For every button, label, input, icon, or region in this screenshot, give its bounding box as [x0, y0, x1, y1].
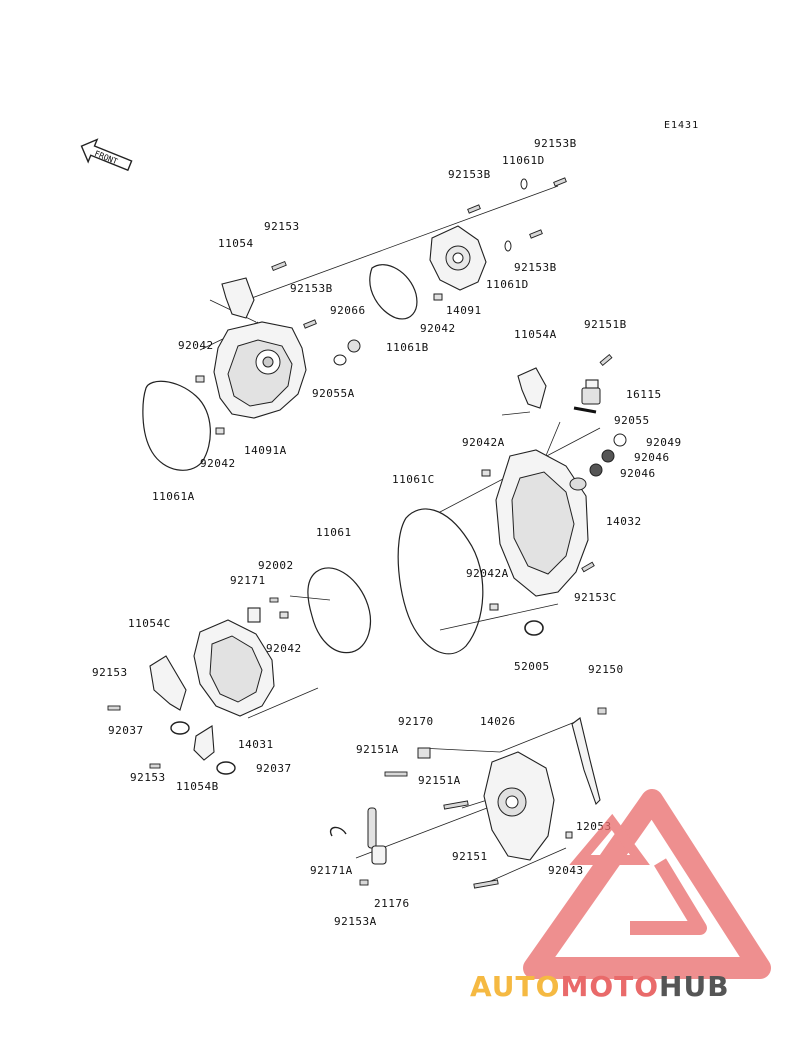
engine-cover-14091a: [213, 321, 307, 419]
part-label: 16115: [626, 388, 662, 401]
dowel-pins: [195, 178, 573, 839]
part-label: 92046: [620, 467, 656, 480]
cover-14026: [417, 747, 555, 861]
bracket-11054c: [149, 655, 187, 711]
part-label: 11054A: [514, 328, 557, 341]
guide-12053: [571, 717, 601, 806]
part-label: 14091A: [244, 444, 287, 457]
part-label: 92153A: [334, 915, 377, 928]
part-label: 92151A: [418, 774, 461, 787]
part-label: 92151B: [584, 318, 627, 331]
seal-52005: [524, 620, 544, 636]
part-label: 21176: [374, 897, 410, 910]
part-label: 11061A: [152, 490, 195, 503]
sensor-21176: [329, 807, 387, 865]
svg-text:AUTOMOTOHUB: AUTOMOTOHUB: [470, 970, 730, 1003]
part-label: 92043: [548, 864, 584, 877]
part-label: 14091: [446, 304, 482, 317]
part-label: 92171: [230, 574, 266, 587]
part-label: 11061D: [502, 154, 545, 167]
clip-92171a: [329, 826, 347, 837]
part-label: 92037: [256, 762, 292, 775]
gasket-11061: [307, 567, 371, 654]
engine-cover-14091: [429, 225, 487, 291]
part-label: 92153C: [574, 591, 617, 604]
plug-16115: [573, 379, 627, 477]
part-label: 92153: [264, 220, 300, 233]
clamp-92037-bottom: [216, 761, 236, 775]
part-label: 92055: [614, 414, 650, 427]
clamp-92037-top: [170, 721, 190, 735]
part-label: 92042A: [466, 567, 509, 580]
sensor-icon: [247, 607, 261, 623]
bracket-11054b: [193, 725, 215, 761]
part-label: 11054: [218, 237, 254, 250]
watermark-part1: AUTO: [470, 970, 560, 1003]
gasket-11061b: [369, 264, 418, 320]
watermark-part2: MOTO: [560, 970, 659, 1003]
part-label: 14031: [238, 738, 274, 751]
part-label: 11061C: [392, 473, 435, 486]
part-label: 92153: [130, 771, 166, 784]
part-label: 11054B: [176, 780, 219, 793]
part-labels: 92153B 11061D 92153B 92153 11054 92153B …: [92, 137, 682, 928]
watermark-text: AUTOMOTOHUB: [470, 970, 730, 1003]
bracket-11054a: [517, 367, 547, 409]
watermark-part3: HUB: [659, 970, 730, 1003]
part-label: 11054C: [128, 617, 171, 630]
diagram-code: E1431: [664, 120, 699, 131]
part-label: 92153: [92, 666, 128, 679]
gasket-11061a: [142, 380, 211, 471]
part-label: 92171A: [310, 864, 353, 877]
front-arrow-icon: FRONT: [80, 138, 133, 172]
part-label: 52005: [514, 660, 550, 673]
part-label: 92150: [588, 663, 624, 676]
part-label: 92042: [266, 642, 302, 655]
part-label: 92002: [258, 559, 294, 572]
part-label: 11061D: [486, 278, 529, 291]
part-label: 92066: [330, 304, 366, 317]
part-label: 92170: [398, 715, 434, 728]
grommet-92170: [417, 747, 431, 759]
bolt-icons: [107, 177, 613, 889]
part-label: 92037: [108, 724, 144, 737]
gasket-11061c: [397, 508, 484, 655]
generator-cover-14031: [193, 607, 275, 717]
part-label: 14032: [606, 515, 642, 528]
part-label: 92151: [452, 850, 488, 863]
part-label: 92042: [200, 457, 236, 470]
watermark-inner-triangle-icon: [569, 813, 650, 865]
part-label: 92042: [420, 322, 456, 335]
watermark-logo: [523, 789, 771, 979]
part-label: 92151A: [356, 743, 399, 756]
part-label: 92153B: [290, 282, 333, 295]
part-label: 92042A: [462, 436, 505, 449]
part-label: 92055A: [312, 387, 355, 400]
part-label: 92049: [646, 436, 682, 449]
bracket-11054: [221, 277, 255, 319]
part-label: 92153B: [534, 137, 577, 150]
part-label: 92153B: [448, 168, 491, 181]
part-label: 92042: [178, 339, 214, 352]
part-label: 92153B: [514, 261, 557, 274]
part-label: 11061B: [386, 341, 429, 354]
leader-lines: [199, 185, 601, 885]
part-label: 14026: [480, 715, 516, 728]
part-label: 11061: [316, 526, 352, 539]
clutch-cover-14032: [495, 449, 589, 597]
part-label: 92046: [634, 451, 670, 464]
watermark-triangle-icon: [523, 789, 771, 979]
